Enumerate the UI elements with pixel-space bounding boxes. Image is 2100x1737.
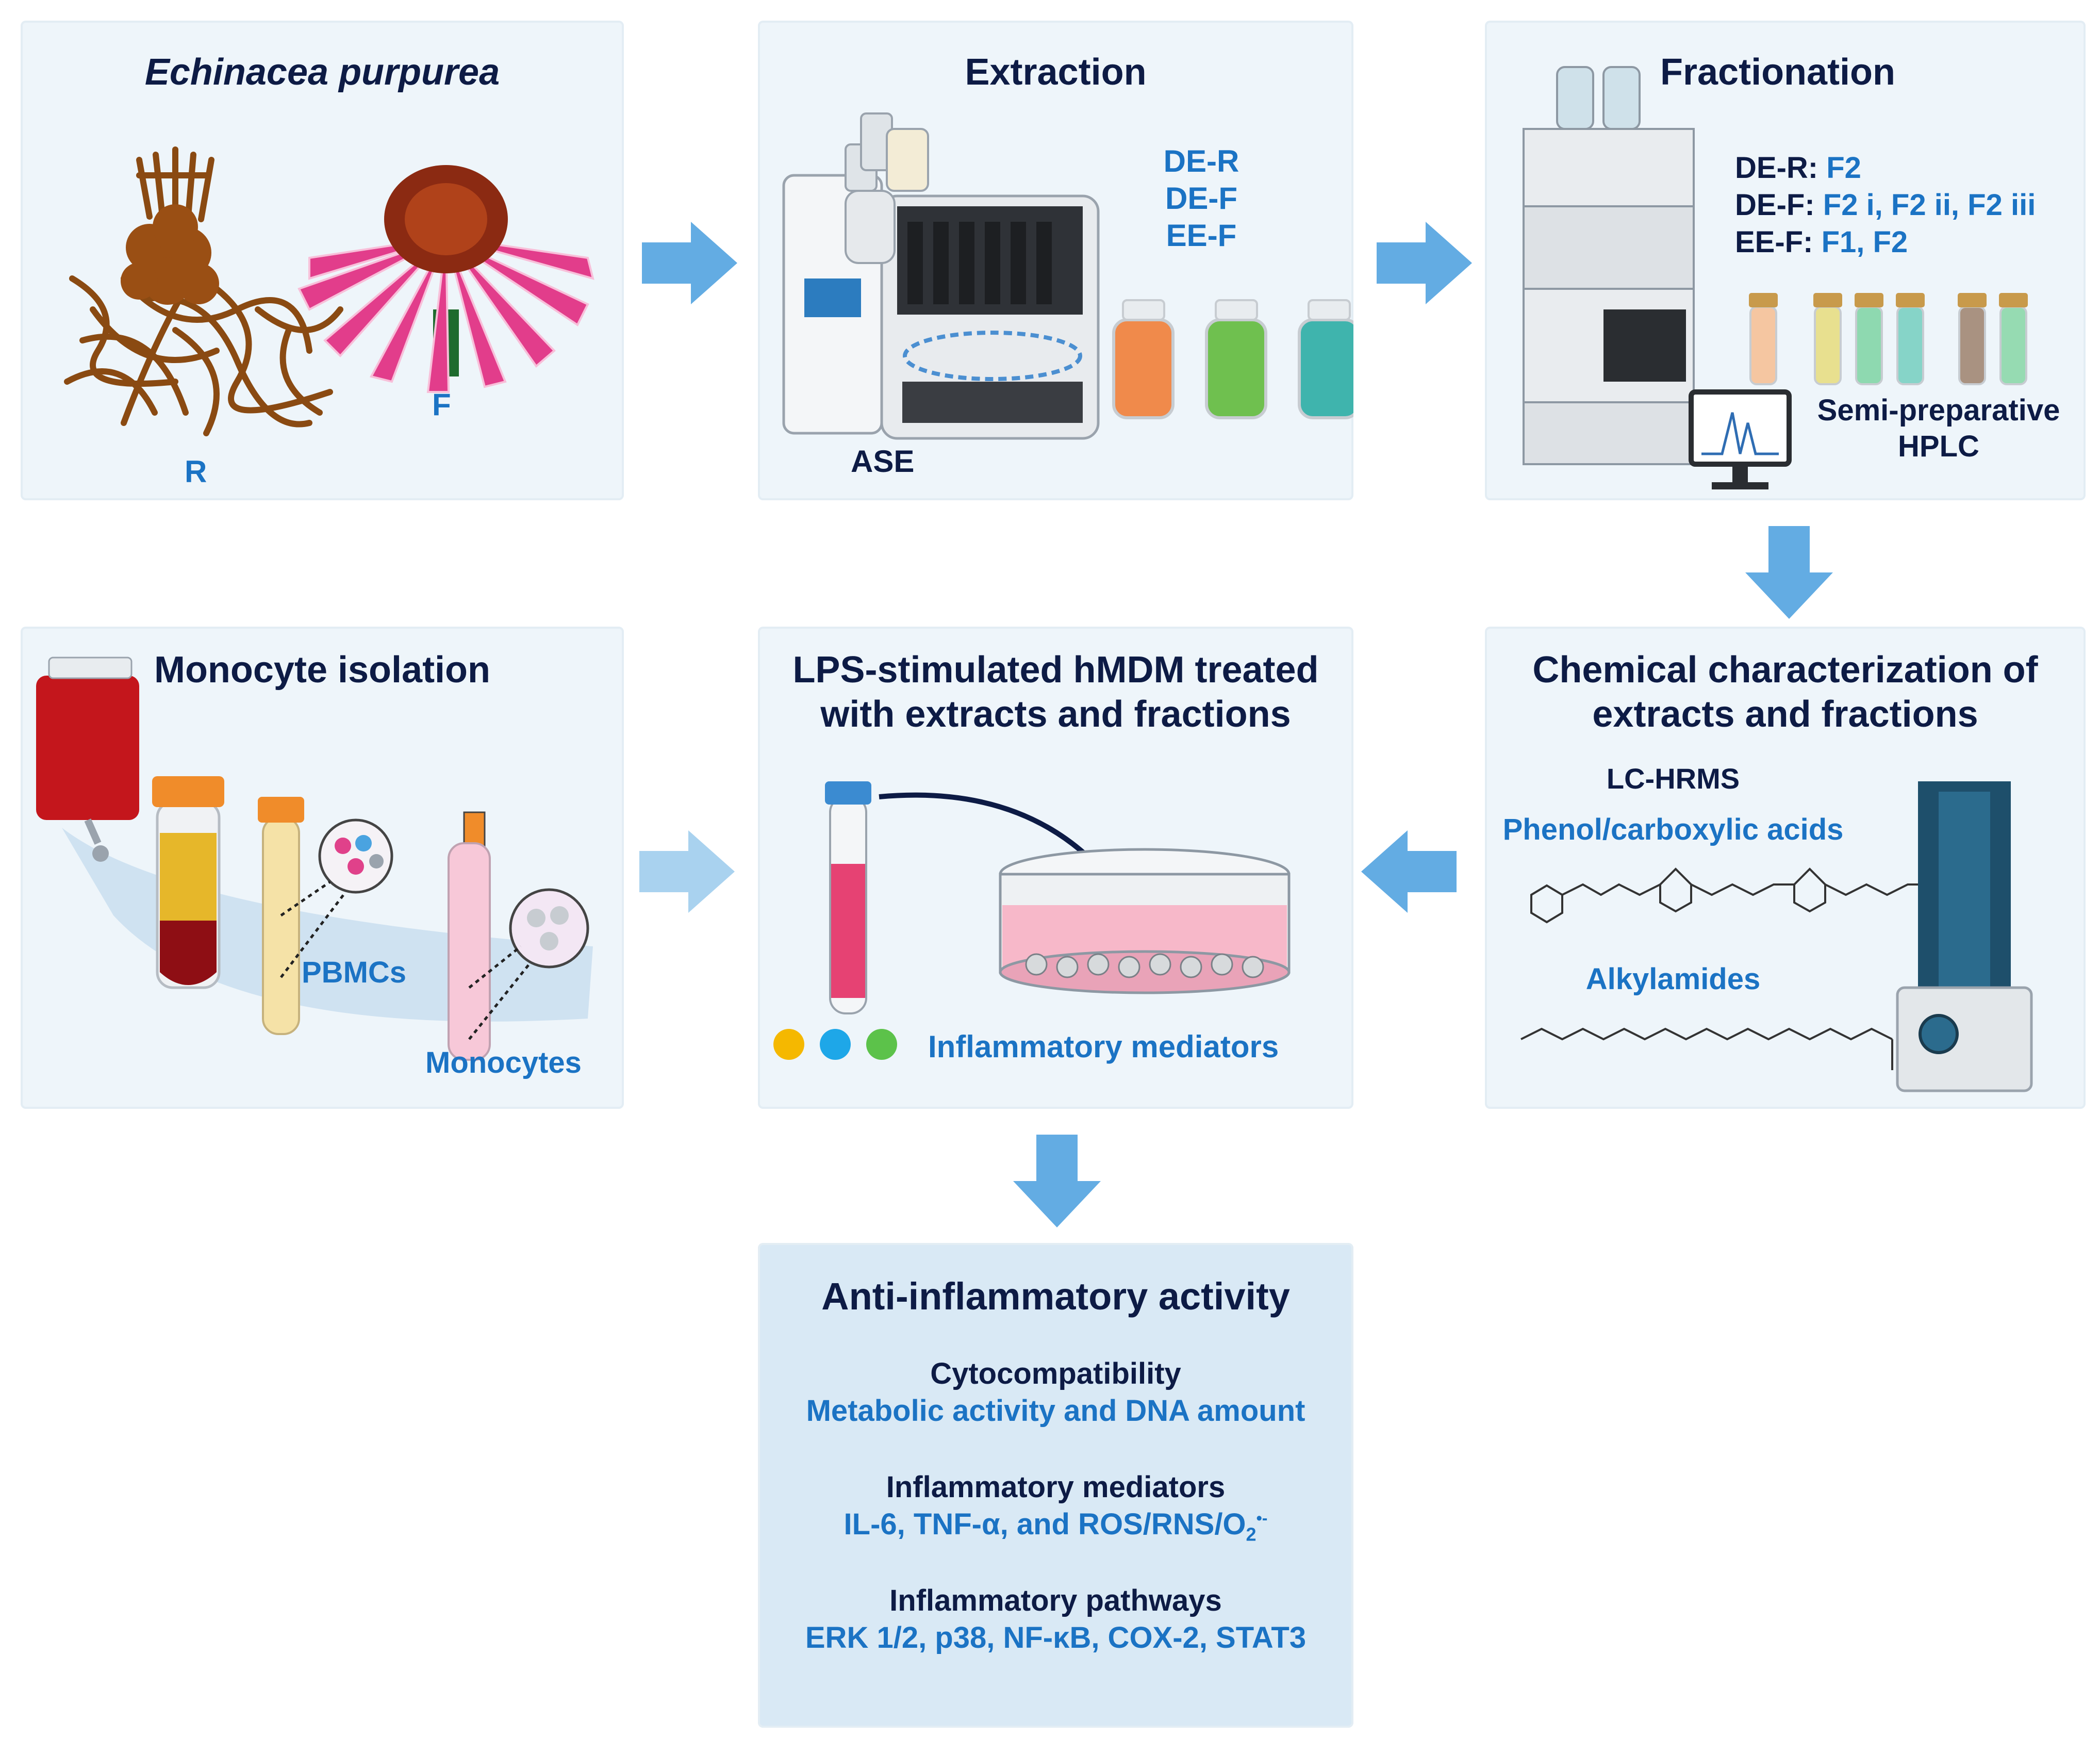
panel-title-chemical-line-2: extracts and fractions xyxy=(1592,694,1978,735)
panel-fractionation: Fractionation xyxy=(1485,21,2086,500)
arrow-right-2 xyxy=(1377,222,1472,304)
petri-dish-icon xyxy=(999,848,1291,994)
lc-hrms-label: LC-HRMS xyxy=(1606,762,1740,795)
arrow-right-3 xyxy=(639,830,735,913)
panel-title-echinacea: Echinacea purpurea xyxy=(144,52,500,93)
pathways-heading: Inflammatory pathways xyxy=(889,1584,1222,1617)
pbmc-label: PBMCs xyxy=(302,956,407,989)
root-bulbs-icon xyxy=(121,204,219,305)
ase-device-icon xyxy=(782,112,1100,440)
flower-icon xyxy=(297,165,594,393)
mediators-detail-text: IL-6, TNF-α, and ROS/RNS/O xyxy=(844,1507,1246,1541)
panel-title-lps-line-1: LPS-stimulated hMDM treated xyxy=(792,649,1319,691)
hplc-stack-icon xyxy=(1523,66,1695,465)
mass-spectrometer-icon xyxy=(1896,781,2033,1092)
fraction-row-de-r: DE-R: F2 xyxy=(1735,151,1861,185)
cytocompatibility-heading: Cytocompatibility xyxy=(930,1357,1181,1390)
mediators-heading: Inflammatory mediators xyxy=(886,1470,1226,1504)
falcon-tube-icon xyxy=(825,781,871,1014)
inflammatory-mediators-label: Inflammatory mediators xyxy=(928,1029,1279,1064)
arrow-left-1 xyxy=(1361,830,1457,913)
arrow-right-1 xyxy=(642,222,737,304)
cytocompatibility-detail: Metabolic activity and DNA amount xyxy=(806,1394,1305,1428)
alkylamides-label: Alkylamides xyxy=(1585,962,1761,996)
panel-monocyte-isolation: Monocyte isolation xyxy=(21,627,624,1109)
flower-label: F xyxy=(432,387,451,422)
fraction-row-ee-f: EE-F: F1, F2 xyxy=(1735,225,1908,259)
mediator-dot-yellow xyxy=(773,1029,804,1060)
fraction-row-de-f: DE-F: F2 i, F2 ii, F2 iii xyxy=(1735,188,2036,222)
echinacea-illustration xyxy=(64,146,594,436)
panel-title-monocyte-isolation: Monocyte isolation xyxy=(154,649,491,691)
fraction-value: F1, F2 xyxy=(1821,225,1908,259)
arrow-down-2 xyxy=(1013,1135,1101,1227)
chicoric-acid-structure-icon xyxy=(1530,867,1971,924)
lps-illustration xyxy=(825,781,1291,1014)
fraction-key: EE-F: xyxy=(1735,225,1813,259)
panel-title-anti-inflammatory: Anti-inflammatory activity xyxy=(821,1275,1290,1318)
monocyte-illustration xyxy=(36,657,593,1061)
mediator-dot-blue xyxy=(820,1029,851,1060)
extract-vials-icon xyxy=(1112,299,1353,419)
panel-title-extraction: Extraction xyxy=(965,52,1147,93)
mediators-detail: IL-6, TNF-α, and ROS/RNS/O2•- xyxy=(758,1507,1353,1546)
mediator-dots xyxy=(773,1029,897,1060)
panel-title-chemical-line-1: Chemical characterization of xyxy=(1532,649,2038,691)
root-icon xyxy=(64,146,343,436)
pathways-detail: ERK 1/2, p38, NF-κB, COX-2, STAT3 xyxy=(805,1621,1307,1654)
panel-title-lps-line-2: with extracts and fractions xyxy=(820,694,1291,735)
hplc-label-line-2: HPLC xyxy=(1898,430,1979,463)
panel-chemical-characterization: Chemical characterization of extracts an… xyxy=(1485,627,2086,1109)
mediators-detail-sup: •- xyxy=(1256,1509,1268,1528)
panel-echinacea: Echinacea purpurea R F xyxy=(21,21,624,500)
hplc-illustration xyxy=(1523,66,2028,489)
panel-lps-stimulated: LPS-stimulated hMDM treated with extract… xyxy=(758,627,1353,1109)
fraction-value: F2 i, F2 ii, F2 iii xyxy=(1823,188,2036,222)
panel-anti-inflammatory-activity: Anti-inflammatory activity Cytocompatibi… xyxy=(758,1243,1353,1728)
extract-label-de-f: DE-F xyxy=(1165,181,1237,216)
mediator-dot-green xyxy=(866,1029,897,1060)
centrifuge-tube-icon xyxy=(152,776,224,989)
ase-label: ASE xyxy=(851,444,915,479)
fraction-vials-icon xyxy=(1749,293,2028,385)
panel-title-fractionation: Fractionation xyxy=(1660,52,1896,93)
chemical-illustration xyxy=(1520,781,2033,1092)
alkylamide-structure-icon xyxy=(1520,1027,1893,1070)
monocytes-label: Monocytes xyxy=(425,1046,582,1079)
mediators-detail-sub: 2 xyxy=(1246,1523,1256,1545)
pbmc-tube-icon xyxy=(258,797,393,1035)
extract-label-ee-f: EE-F xyxy=(1166,218,1237,253)
blood-bag-icon xyxy=(36,657,139,862)
monocyte-tube-icon xyxy=(448,811,589,1061)
panel-extraction: Extraction DE-R DE-F EE-F ASE xyxy=(758,21,1353,500)
extract-label-de-r: DE-R xyxy=(1163,144,1239,178)
monitor-icon xyxy=(1689,389,1792,489)
fraction-key: DE-F: xyxy=(1735,188,1815,222)
hplc-label-line-1: Semi-preparative xyxy=(1817,394,2060,427)
ase-device-illustration xyxy=(782,112,1353,440)
root-label: R xyxy=(185,454,207,489)
fraction-key: DE-R: xyxy=(1735,151,1818,185)
arrow-down-1 xyxy=(1745,526,1833,619)
fraction-value: F2 xyxy=(1826,151,1861,185)
phenol-acids-label: Phenol/carboxylic acids xyxy=(1502,813,1844,846)
